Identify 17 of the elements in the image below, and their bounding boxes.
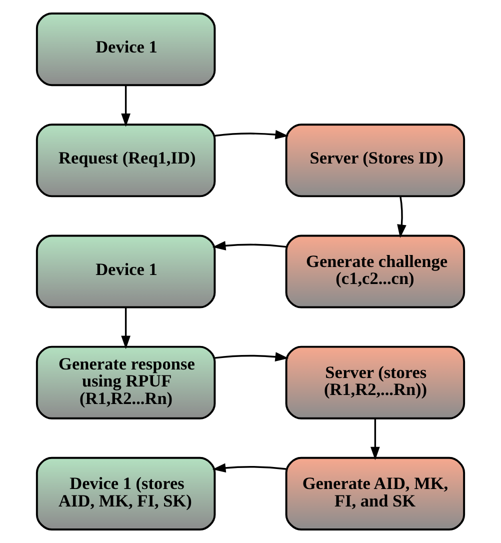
node-box: Generate challenge (c1,c2...cn) [285,234,466,308]
node-box: Request (Req1,ID) [36,124,216,198]
arrow [370,418,380,460]
node-box: Generate response using RPUF (R1,R2...Rn) [36,346,216,420]
arrow [214,130,289,140]
node-box: Generate AID, MK, FI, and SK [285,456,466,530]
arrow [212,241,286,250]
node-box: Device 1 [36,12,216,86]
node-box: Server (Stores ID) [285,124,466,198]
arrow [121,86,130,127]
arrow [121,308,130,350]
arrow [212,463,286,473]
node-box: Device 1 [36,234,216,308]
arrow [214,352,289,362]
arrow [397,196,406,238]
node-box: Device 1 (stores AID, MK, FI, SK) [36,456,216,530]
node-box: Server (stores (R1,R2,...Rn)) [285,346,466,420]
